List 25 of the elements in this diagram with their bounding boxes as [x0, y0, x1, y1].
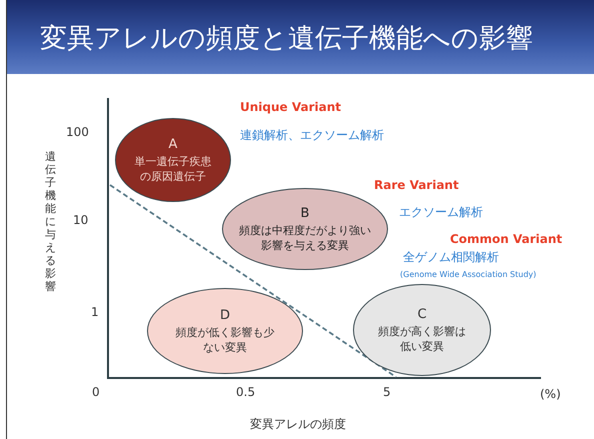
variant-label: Unique Variant — [240, 100, 341, 114]
axis-title: 変異アレルの頻度 — [250, 416, 346, 433]
variant-label: Rare Variant — [374, 178, 459, 192]
tick-label: 10 — [73, 213, 88, 227]
axis-title: 遺伝子機能に与える影響 — [45, 150, 57, 293]
node-letter: B — [300, 206, 310, 220]
method-label: エクソーム解析 — [399, 204, 483, 221]
tick-label: 100 — [66, 125, 89, 139]
node-text: 単一遺伝子疾患の原因遺伝子 — [134, 154, 212, 184]
tick-label: 5 — [383, 385, 391, 399]
method-label: 全ゲノム相関解析 — [403, 249, 499, 266]
method-label: 連鎖解析、エクソーム解析 — [240, 127, 384, 144]
node-text: 頻度が高く影響は低い変異 — [377, 324, 467, 354]
node-letter: D — [220, 308, 230, 322]
node-text: 頻度は中程度だがより強い影響を与える変異 — [238, 222, 372, 252]
node-letter: A — [168, 136, 178, 152]
method-note: (Genome Wide Association Study) — [400, 270, 536, 279]
variant-label: Common Variant — [450, 232, 562, 246]
node-text: 頻度が低く影響も少ない変異 — [175, 324, 275, 354]
unit-label: (%) — [540, 387, 561, 401]
node-letter: C — [417, 306, 427, 322]
tick-label: 0.5 — [236, 385, 256, 399]
tick-label: 0 — [92, 385, 100, 399]
tick-label: 1 — [91, 305, 99, 319]
title: 変異アレルの頻度と遺伝子機能への影響 — [40, 22, 533, 56]
